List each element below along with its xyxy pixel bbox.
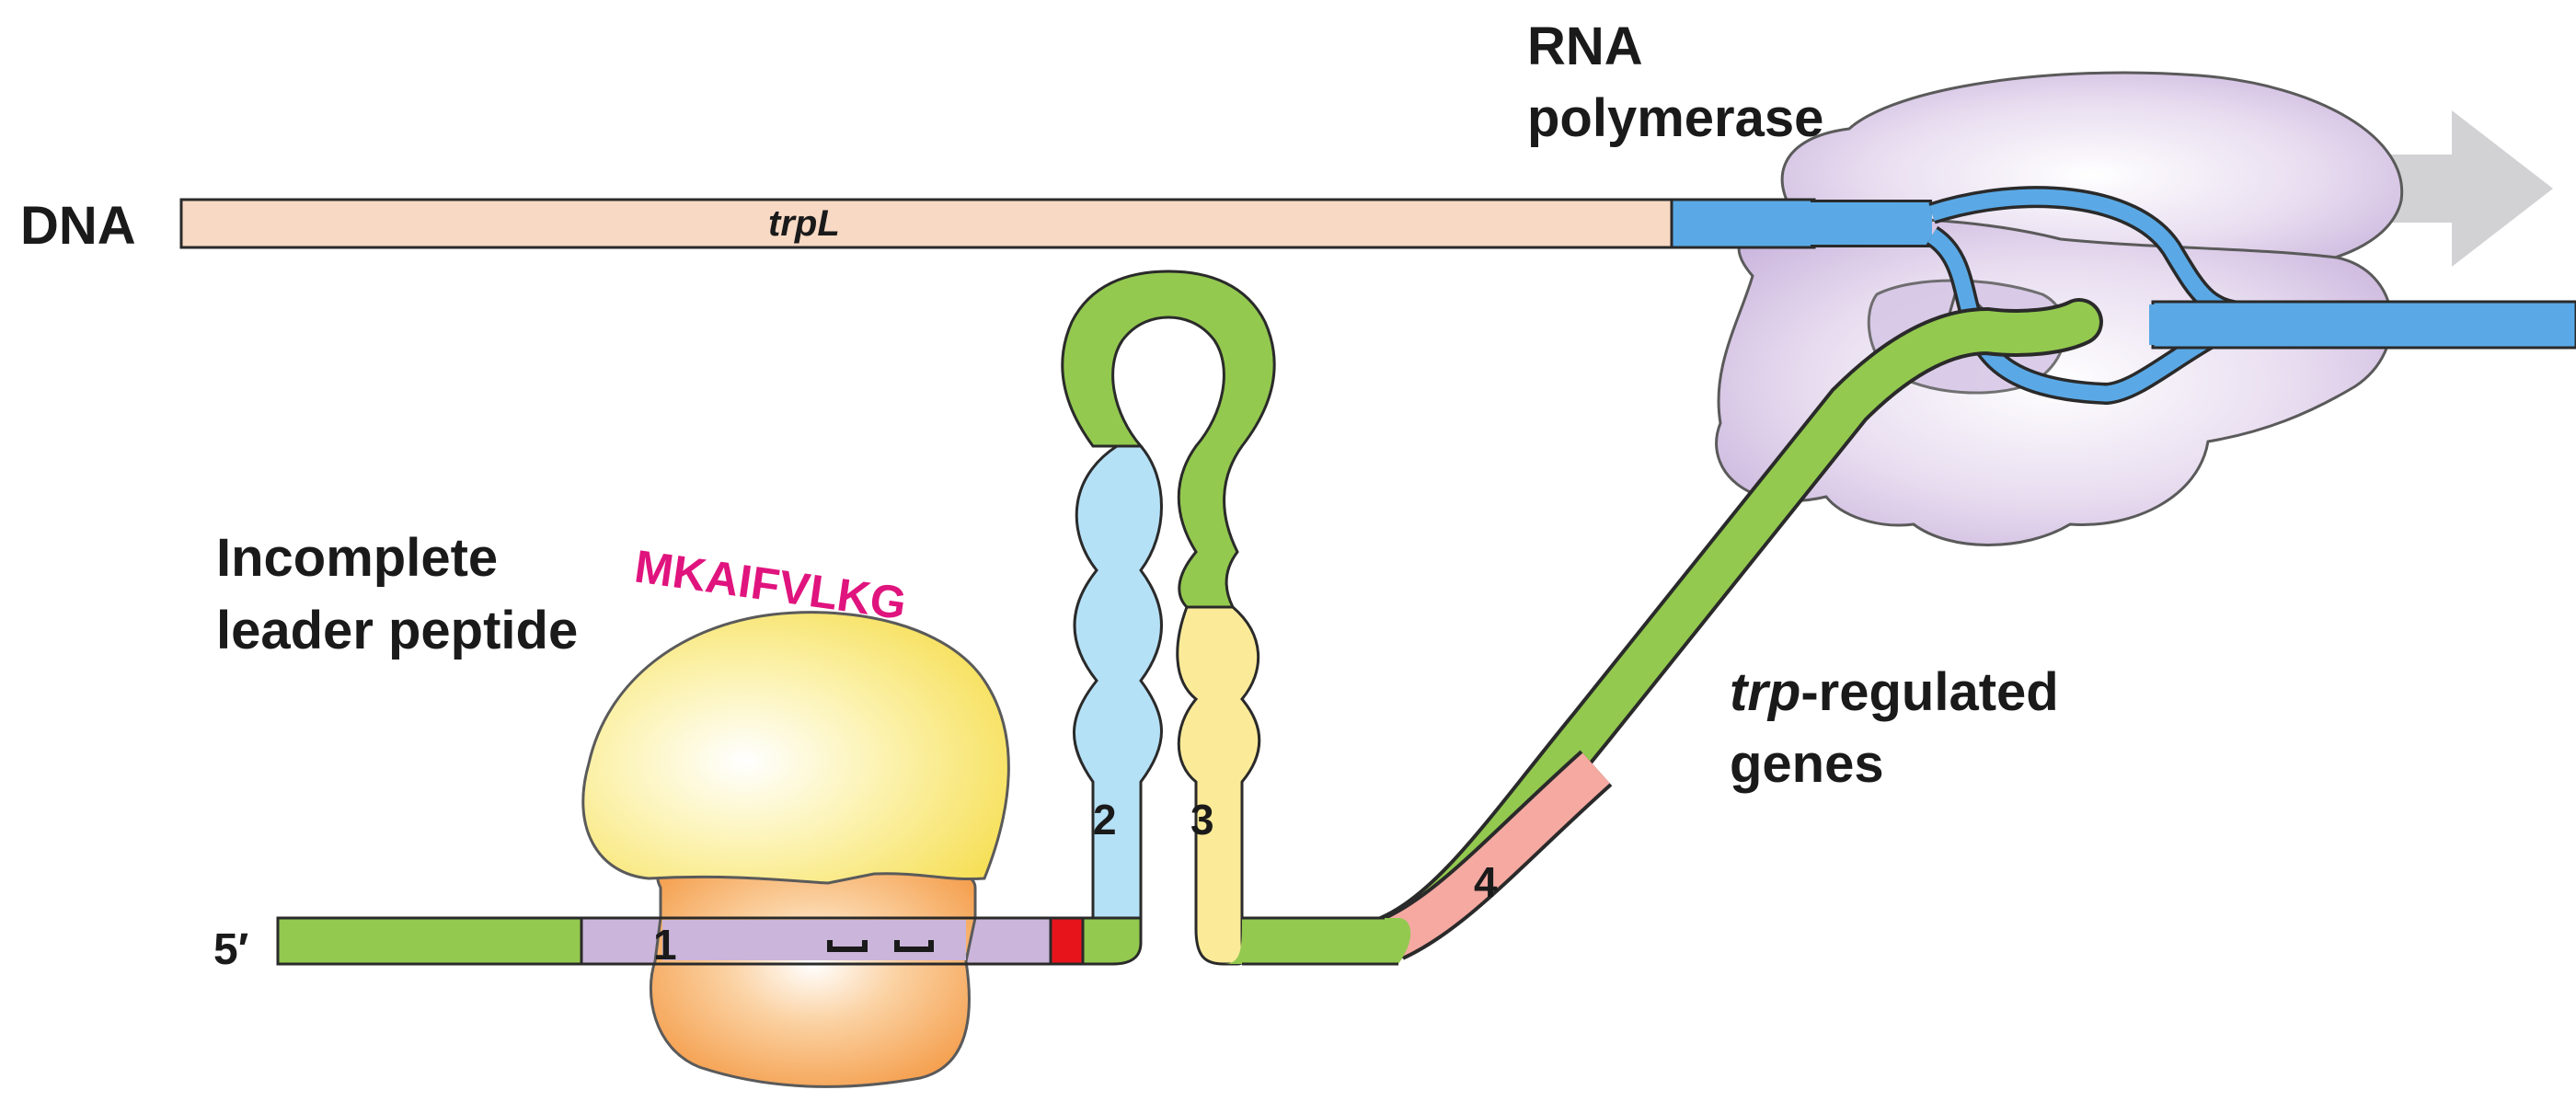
dna-downstream-duplex	[2151, 300, 2576, 350]
rna-polymerase-label-line2: polymerase	[1527, 88, 1823, 148]
dna-trpL-segment	[179, 198, 1673, 249]
trp-codon-marks	[827, 940, 934, 952]
rna-green-before-stem	[1081, 916, 1143, 966]
transcription-direction-arrow	[2337, 110, 2553, 267]
trpL-label: trpL	[768, 203, 840, 244]
stem-loop-2-3	[1061, 270, 1411, 966]
rna-region-4	[1383, 750, 1613, 960]
region-4-label: 4	[1474, 858, 1498, 906]
dna-top-strand-transcribed	[1670, 198, 1816, 249]
rna-5prime-green	[276, 916, 583, 966]
region-3-label: 3	[1190, 796, 1214, 843]
trp-regulated-genes-label-line2: genes	[1730, 734, 1884, 794]
dna-label: DNA	[20, 196, 136, 256]
ribosome	[581, 611, 1010, 1088]
five-prime-label: 5′	[213, 925, 248, 974]
incomplete-peptide-label-line1: Incomplete	[216, 528, 498, 588]
ribosome-small-subunit	[649, 862, 977, 1088]
region-2-label: 2	[1093, 796, 1117, 843]
region-1-label: 1	[653, 921, 677, 969]
stop-codon	[1049, 916, 1085, 966]
rna-polymerase-label-line1: RNA	[1527, 17, 1643, 76]
ribosome-large-subunit	[581, 611, 1010, 885]
incomplete-peptide-label-line2: leader peptide	[216, 601, 578, 660]
trp-regulated-genes-label-line1: trp-regulated	[1730, 662, 2059, 722]
